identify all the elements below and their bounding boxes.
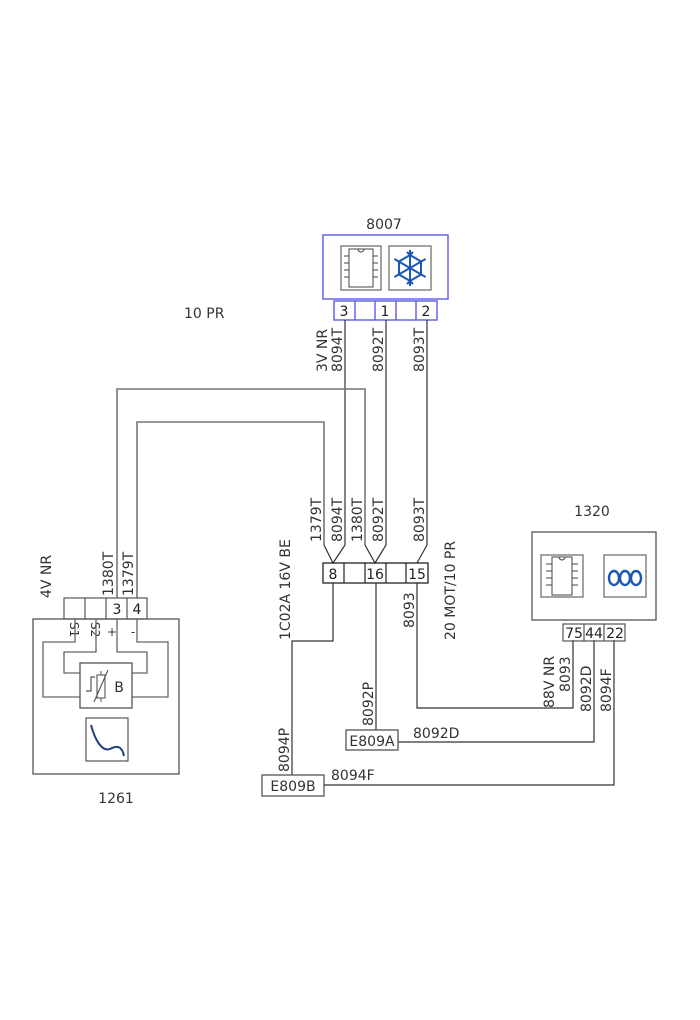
component-1320-pins: 75 44 22 [562, 623, 626, 642]
wire-label-1379T-s: 1379T [121, 551, 137, 596]
pin-1261-3: 3 [113, 602, 122, 618]
component-8007: 8007 3 1 2 [322, 217, 449, 321]
coil-icon [603, 554, 647, 598]
wires-junction-down [291, 583, 615, 786]
wire-label-8094F-c: 8094F [599, 668, 615, 712]
wire-label-8093T-j: 8093T [412, 497, 428, 542]
splice-E809A[interactable]: E809A [345, 729, 399, 751]
wire-label-8094T-j: 8094T [330, 497, 346, 542]
component-8007-body[interactable] [322, 234, 449, 300]
label-junction-right: 20 MOT/10 PR [443, 541, 459, 640]
pin-junction-16: 16 [366, 567, 384, 583]
wire-1379T[interactable] [136, 421, 325, 598]
component-1261-body[interactable] [32, 618, 180, 775]
component-8007-pins: 3 1 2 [333, 300, 438, 321]
pin-junction-8: 8 [329, 567, 338, 583]
pin-junction-15: 15 [408, 567, 426, 583]
label-10-pr: 10 PR [184, 306, 225, 322]
wire-label-8092T-j: 8092T [371, 497, 387, 542]
terminal-minus: - [131, 625, 135, 639]
wire-label-8093T-top: 8093T [412, 327, 428, 372]
splice-E809B-label: E809B [270, 779, 315, 795]
wire-1380T[interactable] [116, 388, 366, 598]
wires-sensor-to-junction [116, 388, 366, 598]
component-8007-id: 8007 [366, 217, 402, 233]
wire-8094F[interactable] [324, 640, 615, 786]
wire-label-8094T-top: 8094T [330, 327, 346, 372]
component-1320-body[interactable] [531, 531, 657, 621]
wire-label-8092T-top: 8092T [371, 327, 387, 372]
component-1320-id: 1320 [574, 504, 610, 520]
splice-E809A-label: E809A [349, 734, 395, 750]
curve-sensor-icon [85, 717, 129, 762]
label-junction-left: 1C02A 16V BE [278, 539, 294, 640]
pin-8007-1: 1 [381, 304, 390, 320]
component-1261-pins: 3 4 [63, 597, 148, 620]
component-1261: 4V NR 1380T 1379T 3 4 S1 S2 + - [32, 551, 180, 807]
terminal-s2: S2 [88, 622, 102, 637]
wire-label-1379T-j: 1379T [309, 497, 325, 542]
pin-8007-3: 3 [340, 304, 349, 320]
terminal-s1: S1 [67, 622, 81, 637]
junction-funnel [323, 544, 428, 565]
wire-label-8092P: 8092P [361, 682, 377, 726]
wires-8007: 8094T 8092T 8093T [330, 320, 428, 545]
wire-label-8092D-c: 8092D [579, 666, 595, 712]
component-1320: 1320 75 44 22 [531, 504, 657, 642]
pin-1320-44: 44 [585, 626, 603, 642]
label-88v-nr: 88V NR [542, 656, 558, 708]
pin-1261-4: 4 [133, 602, 142, 618]
wire-8092D[interactable] [398, 640, 595, 743]
sensor-label-b: B [114, 680, 124, 696]
wire-label-1380T-s: 1380T [101, 551, 117, 596]
snowflake-icon [388, 245, 432, 291]
ic-chip-icon [540, 554, 584, 598]
wire-label-1380T-j: 1380T [350, 497, 366, 542]
component-1261-id: 1261 [98, 791, 134, 807]
junction-connector[interactable]: 8 16 15 [322, 562, 429, 584]
label-4v-nr: 4V NR [39, 555, 55, 598]
label-3v-nr: 3V NR [315, 329, 331, 372]
terminal-plus: + [107, 625, 117, 639]
wire-8094P[interactable] [291, 583, 334, 775]
ic-chip-icon [340, 245, 382, 291]
wire-label-8094F: 8094F [331, 768, 375, 784]
wire-label-8093-j: 8093 [402, 592, 418, 628]
pin-1320-22: 22 [606, 626, 624, 642]
wire-label-8094P: 8094P [277, 728, 293, 772]
pin-8007-2: 2 [422, 304, 431, 320]
wire-8093[interactable] [416, 583, 574, 709]
pin-1320-75: 75 [565, 626, 583, 642]
wire-label-8092D: 8092D [413, 726, 459, 742]
thermistor-icon: B [79, 662, 133, 709]
splice-E809B[interactable]: E809B [261, 774, 325, 797]
wire-label-8093-c: 8093 [558, 656, 574, 692]
